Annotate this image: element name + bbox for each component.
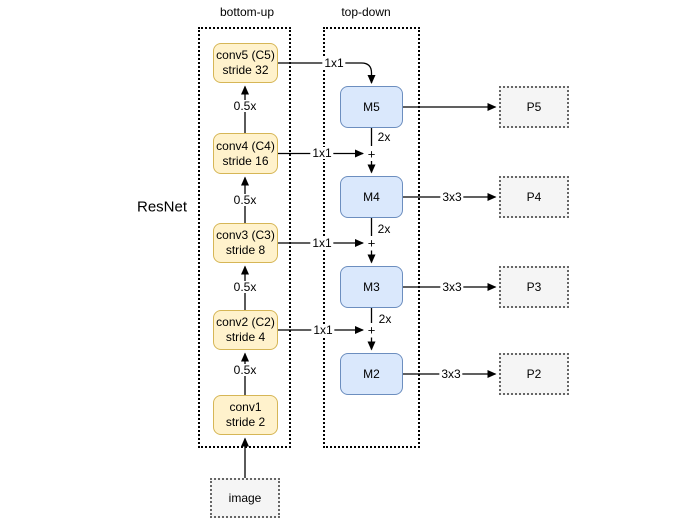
lateral-1x1-label-c4: 1x1 <box>310 146 334 160</box>
output-block-p4: P4 <box>499 176 569 218</box>
output-block-p2: P2 <box>499 353 569 395</box>
backbone-block-conv3: conv3 (C3) stride 8 <box>213 223 278 263</box>
block-label: M5 <box>363 99 380 114</box>
block-label-line2: stride 16 <box>222 153 269 168</box>
merge-plus-m3: + <box>367 235 376 251</box>
upsample-label-2: 2x <box>375 222 393 236</box>
backbone-block-conv2: conv2 (C2) stride 4 <box>213 310 278 350</box>
top-down-header: top-down <box>341 5 391 19</box>
block-label: M4 <box>363 189 380 204</box>
block-label: M3 <box>363 279 380 294</box>
block-label-line2: stride 32 <box>222 63 269 77</box>
merge-plus-m4: + <box>367 146 376 161</box>
upsample-label-3: 2x <box>376 312 394 326</box>
block-label: M2 <box>363 366 380 381</box>
backbone-block-conv5: conv5 (C5) stride 32 <box>213 43 278 83</box>
block-label-line2: stride 2 <box>225 415 266 429</box>
merged-block-m5: M5 <box>340 86 403 128</box>
downsample-label-2: 0.5x <box>231 193 259 207</box>
lateral-1x1-label-c3: 1x1 <box>310 236 334 250</box>
block-label-line2: stride 4 <box>225 330 266 344</box>
lateral-1x1-label-c5: 1x1 <box>322 56 346 70</box>
block-label-line1: conv1 <box>229 400 262 414</box>
resnet-label: ResNet <box>136 198 188 216</box>
block-label: image <box>228 490 262 505</box>
output-3x3-label-p3: 3x3 <box>440 280 464 294</box>
block-label-line1: conv2 (C2) <box>216 315 275 329</box>
merged-block-m4: M4 <box>340 176 403 218</box>
input-image-box: image <box>210 478 280 518</box>
lateral-1x1-label-c2: 1x1 <box>311 323 335 337</box>
downsample-label-4: 0.5x <box>231 363 259 377</box>
block-label-line2: stride 8 <box>225 243 266 257</box>
block-label-line1: conv4 (C4) <box>216 138 275 153</box>
output-3x3-label-p2: 3x3 <box>439 367 463 381</box>
downsample-label-3: 0.5x <box>231 280 259 294</box>
block-label: P4 <box>526 189 542 204</box>
backbone-block-conv1: conv1 stride 2 <box>213 395 278 435</box>
bottom-up-header: bottom-up <box>219 5 275 19</box>
merged-block-m3: M3 <box>340 266 403 308</box>
block-label: P5 <box>526 99 542 114</box>
block-label: P2 <box>526 366 542 381</box>
output-3x3-label-p4: 3x3 <box>440 190 464 204</box>
merge-plus-m2: + <box>367 322 376 338</box>
output-block-p3: P3 <box>499 266 569 308</box>
m-to-p-arrows <box>403 103 497 378</box>
output-block-p5: P5 <box>499 86 569 128</box>
block-label-line1: conv5 (C5) <box>216 48 275 62</box>
block-label-line1: conv3 (C3) <box>216 228 275 242</box>
upsample-label-1: 2x <box>375 130 393 144</box>
block-label: P3 <box>526 279 542 294</box>
downsample-label-1: 0.5x <box>231 99 259 113</box>
backbone-block-conv4: conv4 (C4) stride 16 <box>213 133 278 174</box>
merged-block-m2: M2 <box>340 353 403 395</box>
